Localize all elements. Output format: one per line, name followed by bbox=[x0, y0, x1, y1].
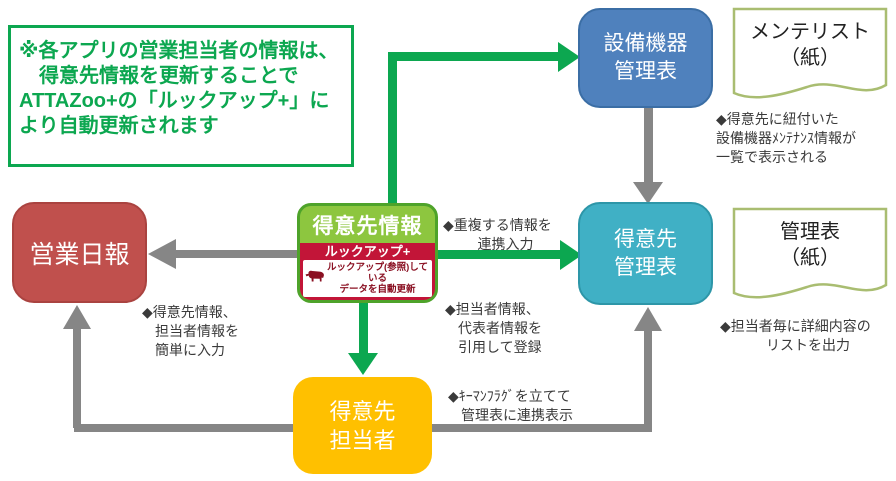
annotation-mainte: ◆得意先に紐付いた 設備機器ﾒﾝﾃﾅﾝｽ情報が 一覧で表示される bbox=[716, 110, 896, 167]
annotation-line: 引用して登録 bbox=[458, 339, 542, 355]
arrow-contact-to-sales-report-line bbox=[73, 329, 81, 428]
arrow-left-icon bbox=[148, 239, 176, 269]
note-line: 得意先情報を更新することで bbox=[39, 65, 299, 87]
arrow-up-icon bbox=[63, 305, 91, 329]
annotation-line: 設備機器ﾒﾝﾃﾅﾝｽ情報が bbox=[716, 130, 856, 146]
paper-kanri-list: 管理表 （紙） bbox=[732, 207, 888, 304]
annotation-line: ◆担当者毎に詳細内容の bbox=[720, 318, 871, 334]
arrow-equipment-to-customer-table-line bbox=[644, 108, 653, 184]
annotation-line: ◆得意先に紐付いた bbox=[716, 111, 839, 127]
node-label: 管理表 bbox=[614, 60, 677, 83]
lookup-caption-line: データを自動更新 bbox=[339, 284, 416, 295]
annotation-kanri: ◆担当者毎に詳細内容の リストを出力 bbox=[720, 317, 896, 355]
note-line: ※各アプリの営業担当者の情報は、 bbox=[19, 40, 339, 62]
annotation-line: リストを出力 bbox=[766, 337, 850, 353]
annotation-line: 一覧で表示される bbox=[716, 149, 828, 165]
node-customer-contact: 得意先 担当者 bbox=[293, 377, 432, 474]
node-label: 得意先情報 bbox=[312, 215, 423, 238]
annotation-line: ◆得意先情報、 bbox=[142, 304, 237, 320]
arrow-right-icon bbox=[558, 42, 580, 72]
note-line: より自動更新されます bbox=[19, 115, 219, 137]
annotation-line: 担当者情報を bbox=[155, 323, 239, 339]
arrow-down-icon bbox=[348, 353, 378, 375]
arrow-down-icon bbox=[633, 182, 663, 204]
arrow-info-to-contact-line bbox=[359, 303, 368, 355]
annotation-line: 代表者情報を bbox=[458, 320, 542, 336]
annotation-duplicate: ◆重複する情報を 連携入力 bbox=[443, 216, 568, 254]
note-line: ATTAZoo+の「ルックアップ+」に bbox=[19, 90, 330, 112]
annotation-easy-input: ◆得意先情報、 担当者情報を 簡単に入力 bbox=[142, 303, 267, 360]
node-equipment-table: 設備機器 管理表 bbox=[578, 8, 713, 108]
document-shape-icon bbox=[732, 7, 888, 99]
arrow-info-to-equipment-vline bbox=[388, 56, 397, 204]
paper-title: メンテリスト （紙） bbox=[732, 19, 888, 71]
lookup-note-box: ※各アプリの営業担当者の情報は、 得意先情報を更新することで ATTAZoo+の… bbox=[8, 25, 354, 167]
badge-label: ルックアップ+ bbox=[324, 244, 411, 259]
node-label: 得意先 bbox=[614, 227, 677, 251]
arrow-info-to-equipment-hline bbox=[388, 52, 560, 61]
node-customer-table: 得意先 管理表 bbox=[578, 202, 713, 305]
node-label: 営業日報 bbox=[29, 240, 130, 269]
arrow-info-to-sales-report-line bbox=[174, 250, 298, 258]
annotation-line: ◆担当者情報、 bbox=[445, 301, 540, 317]
annotation-keyman: ◆ｷｰﾏﾝﾌﾗｸﾞを立てて 管理表に連携表示 bbox=[448, 387, 608, 425]
paper-title-line: メンテリスト bbox=[750, 21, 870, 43]
node-customer-info: 得意先情報 ルックアップ+ ルックアップ(参照)している データを自動更新 bbox=[297, 203, 438, 303]
arrow-info-to-customer-table-line bbox=[438, 250, 562, 259]
annotation-line: ◆ｷｰﾏﾝﾌﾗｸﾞを立てて bbox=[448, 388, 571, 404]
lookup-caption: ルックアップ(参照)している データを自動更新 bbox=[325, 262, 430, 295]
lion-icon bbox=[305, 269, 325, 289]
annotation-line: 連携入力 bbox=[477, 236, 534, 252]
annotation-quote: ◆担当者情報、 代表者情報を 引用して登録 bbox=[445, 300, 570, 357]
lookup-plus-badge: ルックアップ+ ルックアップ(参照)している データを自動更新 bbox=[300, 243, 435, 300]
arrow-contact-to-customer-table-line bbox=[644, 331, 652, 428]
annotation-line: ◆重複する情報を bbox=[443, 217, 552, 233]
paper-title: 管理表 （紙） bbox=[732, 219, 888, 271]
paper-title-line: （紙） bbox=[780, 47, 840, 69]
paper-title-line: 管理表 bbox=[780, 221, 840, 243]
paper-mainte-list: メンテリスト （紙） bbox=[732, 7, 888, 104]
node-label: 得意先 bbox=[329, 398, 396, 424]
node-label: 管理表 bbox=[614, 255, 677, 279]
node-label: 設備機器 bbox=[603, 32, 688, 55]
arrow-right-icon bbox=[560, 240, 582, 270]
annotation-line: 簡単に入力 bbox=[155, 342, 225, 358]
lookup-caption-box: ルックアップ(参照)している データを自動更新 bbox=[303, 260, 432, 297]
annotation-line: 管理表に連携表示 bbox=[461, 407, 573, 423]
document-shape-icon bbox=[732, 207, 888, 299]
node-label: 担当者 bbox=[329, 427, 396, 453]
paper-title-line: （紙） bbox=[780, 247, 840, 269]
node-sales-report: 営業日報 bbox=[12, 202, 147, 303]
arrow-up-icon bbox=[634, 307, 662, 331]
lookup-caption-line: ルックアップ(参照)している bbox=[326, 262, 429, 284]
